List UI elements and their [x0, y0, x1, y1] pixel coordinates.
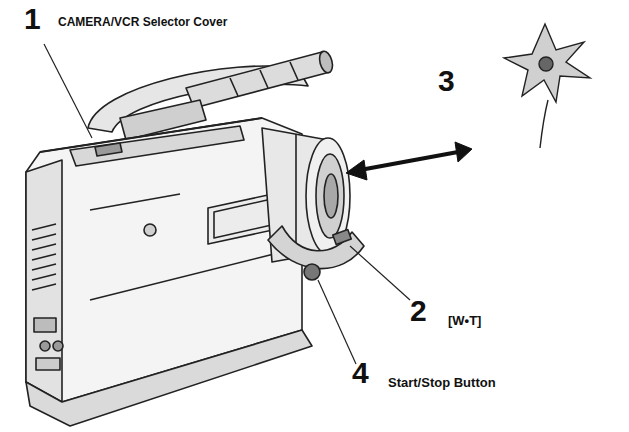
- callout-number: 1: [24, 4, 41, 34]
- callout-number: 3: [438, 66, 455, 96]
- callout-number: 2: [410, 296, 427, 326]
- control-label: [W•T]: [448, 314, 481, 327]
- part-name: CAMERA/VCR Selector Cover: [58, 16, 227, 28]
- part-name: Start/Stop Button: [388, 376, 496, 389]
- callout-number: 4: [352, 358, 369, 388]
